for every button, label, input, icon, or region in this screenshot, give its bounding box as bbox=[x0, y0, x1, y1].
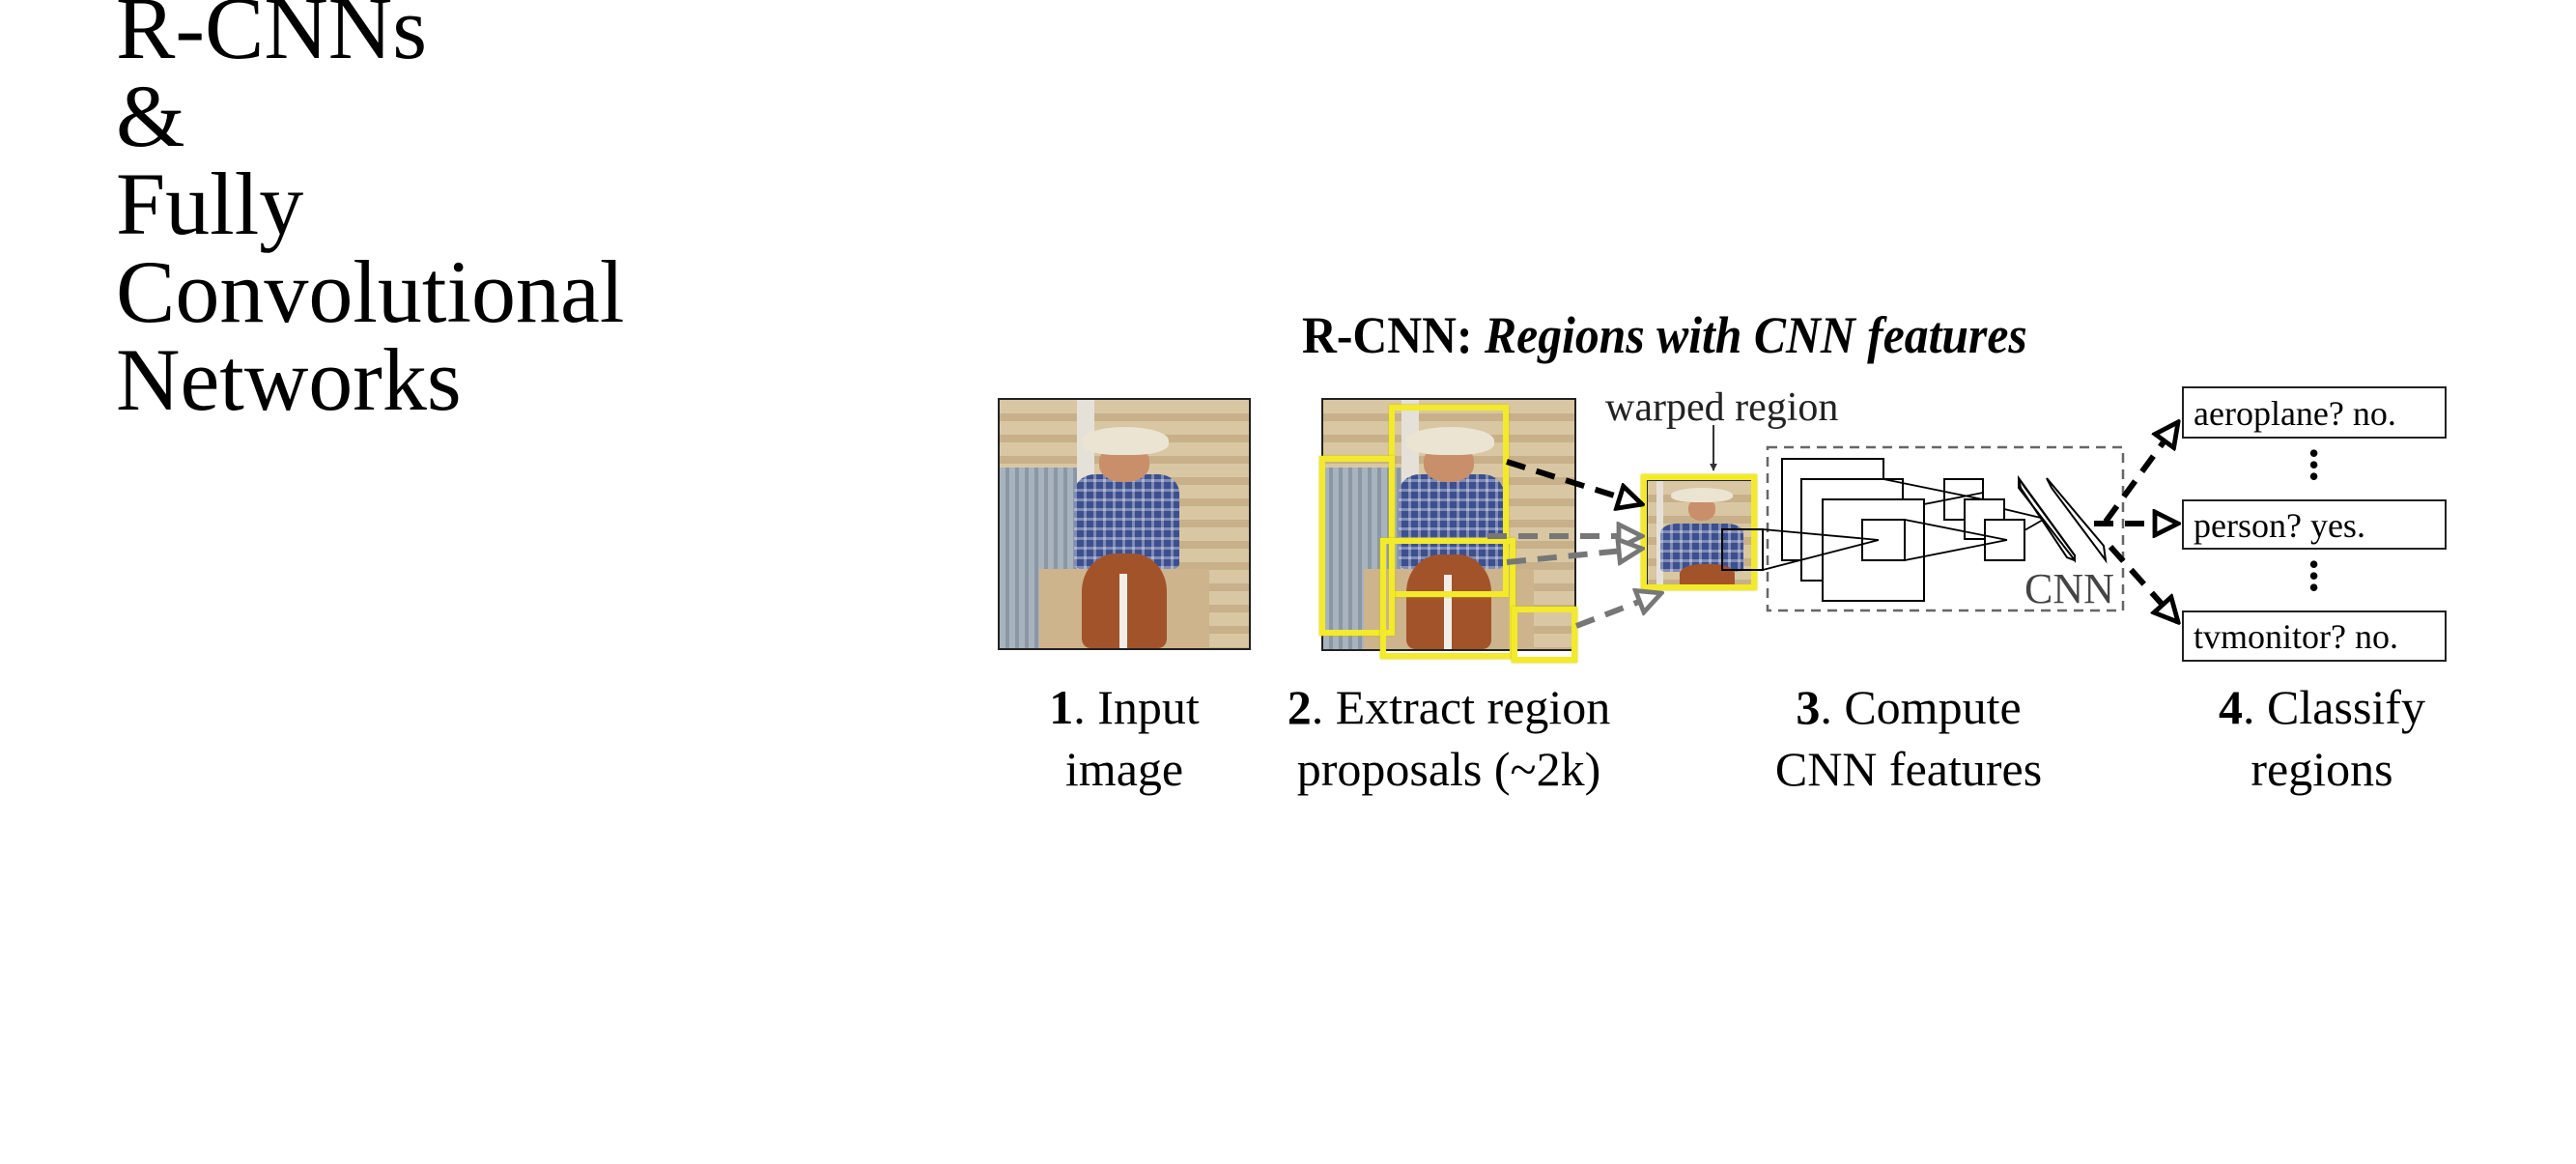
step-number: 1 bbox=[1049, 680, 1074, 734]
region-proposal-box bbox=[1512, 607, 1577, 663]
step-text: regions bbox=[2250, 742, 2393, 796]
figure-title: R-CNN: Regions with CNN features bbox=[1302, 305, 2027, 365]
ellipsis: ••• bbox=[2308, 436, 2320, 494]
slide-title-line: & bbox=[116, 67, 185, 165]
step-text: . Input bbox=[1073, 680, 1200, 734]
cnn-container bbox=[1766, 445, 2125, 612]
step-label-2: 2. Extract region proposals (~2k) bbox=[1288, 676, 1611, 800]
figure-title-bold: R-CNN: bbox=[1302, 306, 1473, 364]
proposal-arrow bbox=[1574, 593, 1661, 629]
step-text: . Compute bbox=[1820, 680, 2022, 734]
ellipsis: ••• bbox=[2308, 547, 2320, 605]
figure-title-italic: Regions with CNN features bbox=[1485, 306, 2027, 364]
proposal-arrow bbox=[1506, 459, 1642, 504]
slide-title-line: Networks bbox=[116, 330, 462, 429]
slide-title: R-CNNs & Fully Convolutional Networks bbox=[116, 0, 624, 424]
slide-title-line: R-CNNs bbox=[116, 0, 428, 77]
step-text: CNN features bbox=[1774, 742, 2043, 796]
step-number: 3 bbox=[1796, 680, 1821, 734]
region-proposal-box bbox=[1319, 456, 1395, 636]
cnn-label: CNN bbox=[2024, 565, 2114, 612]
step-text: proposals (~2k) bbox=[1296, 742, 1601, 796]
fc-layer bbox=[2046, 477, 2108, 564]
region-proposal-box bbox=[1380, 538, 1515, 659]
proposal-arrow bbox=[1506, 549, 1642, 562]
step-label-1: 1. Input image bbox=[1049, 676, 1200, 800]
region-proposals-image bbox=[1321, 398, 1576, 651]
step-text: image bbox=[1064, 742, 1184, 796]
receptive-field-box bbox=[1721, 528, 1764, 571]
class-result-aeroplane: aeroplane? no. bbox=[2182, 386, 2447, 439]
step-label-3: 3. Compute CNN features bbox=[1775, 676, 2042, 800]
class-result-tvmonitor: tvmonitor? no. bbox=[2182, 610, 2447, 662]
slide-title-line: Convolutional bbox=[116, 242, 625, 341]
step-number: 2 bbox=[1287, 680, 1312, 734]
fc-layer bbox=[2018, 474, 2076, 563]
projection-lines bbox=[1762, 478, 2046, 571]
step-label-4: 4. Classify regions bbox=[2219, 676, 2425, 800]
step-text: . Classify bbox=[2243, 680, 2425, 734]
conv-receptive-box bbox=[1861, 519, 1906, 561]
input-image bbox=[998, 398, 1251, 650]
slide-title-line: Fully bbox=[116, 155, 304, 253]
step-text: . Extract region bbox=[1311, 680, 1611, 734]
classify-arrow bbox=[2103, 422, 2178, 524]
step-number: 4 bbox=[2219, 680, 2244, 734]
classify-arrow bbox=[2108, 544, 2178, 622]
warped-region-label: warped region bbox=[1605, 385, 1839, 430]
class-result-person: person? yes. bbox=[2182, 499, 2447, 550]
